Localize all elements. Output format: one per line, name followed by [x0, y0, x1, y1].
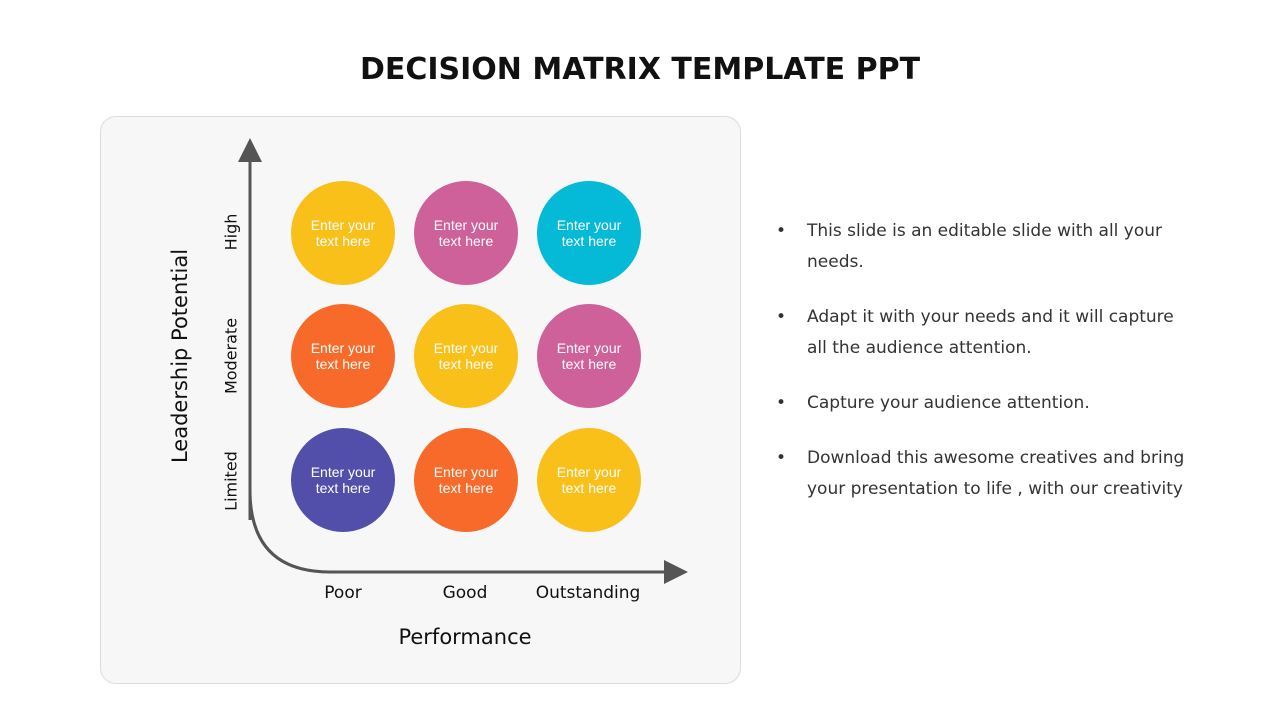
bullet-list: • This slide is an editable slide with al…	[776, 216, 1196, 529]
matrix-cell-text: Enter your text here	[310, 340, 376, 372]
axis-curve	[248, 489, 688, 584]
x-axis-title: Performance	[398, 625, 532, 649]
bullet-icon: •	[776, 448, 787, 468]
matrix-cell-text: Enter your text here	[433, 464, 499, 496]
col-label-good: Good	[442, 583, 488, 603]
matrix-cell: Enter your text here	[537, 428, 641, 532]
matrix-cell: Enter your text here	[414, 181, 518, 285]
matrix-cell: Enter your text here	[537, 181, 641, 285]
bullet-icon: •	[776, 307, 787, 327]
slide-title: DECISION MATRIX TEMPLATE PPT	[359, 52, 921, 87]
matrix-cell: Enter your text here	[414, 428, 518, 532]
bullet-text: Download this awesome creatives and brin…	[807, 448, 1185, 499]
bullet-item: • Capture your audience attention.	[776, 388, 1196, 419]
y-axis-title: Leadership Potential	[168, 248, 192, 464]
bullet-item: • This slide is an editable slide with al…	[776, 216, 1196, 278]
matrix-cell: Enter your text here	[291, 304, 395, 408]
matrix-cell-text: Enter your text here	[556, 464, 622, 496]
matrix-cell: Enter your text here	[414, 304, 518, 408]
matrix-cell-text: Enter your text here	[433, 340, 499, 372]
bullet-text: Capture your audience attention.	[807, 393, 1090, 413]
matrix-cell-text: Enter your text here	[556, 340, 622, 372]
bullet-item: • Adapt it with your needs and it will ca…	[776, 302, 1196, 364]
bullet-item: • Download this awesome creatives and bri…	[776, 443, 1196, 505]
matrix-cell-text: Enter your text here	[310, 217, 376, 249]
matrix-cell-text: Enter your text here	[556, 217, 622, 249]
matrix-cell-text: Enter your text here	[433, 217, 499, 249]
row-label-high: High	[221, 213, 241, 251]
bullet-icon: •	[776, 221, 787, 241]
matrix-cell: Enter your text here	[291, 428, 395, 532]
bullet-icon: •	[776, 393, 787, 413]
row-label-limited: Limited	[221, 451, 241, 511]
bullet-text: Adapt it with your needs and it will cap…	[807, 307, 1174, 358]
col-label-poor: Poor	[324, 583, 362, 603]
matrix-cell-text: Enter your text here	[310, 464, 376, 496]
bullet-text: This slide is an editable slide with all…	[807, 221, 1163, 272]
matrix-cell: Enter your text here	[537, 304, 641, 408]
col-label-outstanding: Outstanding	[535, 583, 641, 603]
row-label-moderate: Moderate	[221, 317, 241, 395]
matrix-cell: Enter your text here	[291, 181, 395, 285]
